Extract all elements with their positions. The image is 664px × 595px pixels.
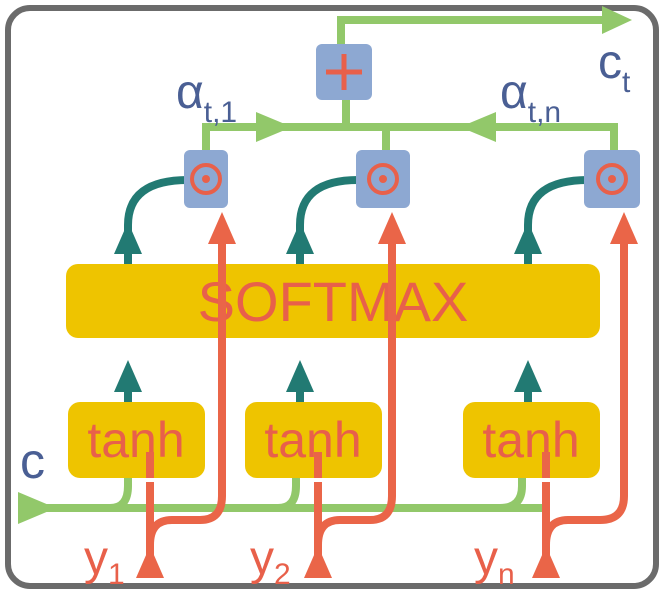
value-arrow-heads xyxy=(208,212,638,244)
product-circle-icon xyxy=(367,163,399,195)
product-box-2 xyxy=(356,150,410,208)
tanh-box-2: tanh xyxy=(245,402,382,478)
context-label: c xyxy=(20,433,45,489)
y-label-2: y2 xyxy=(250,532,291,591)
alpha-sum-lines xyxy=(202,16,618,150)
sum-box xyxy=(316,44,372,100)
product-box-1 xyxy=(184,150,228,208)
tanh-label-n: tanh xyxy=(482,412,579,468)
frame-border xyxy=(5,5,659,589)
y-input-arrow-heads xyxy=(136,546,560,578)
softmax-label: SOFTMAX xyxy=(198,270,469,333)
product-circle-icon xyxy=(190,163,222,195)
context-arrow-head xyxy=(18,492,56,524)
alpha-1-arrow-head xyxy=(256,112,292,142)
softmax-box xyxy=(66,264,600,338)
score-arrow-heads xyxy=(114,222,542,392)
y-lines-over-softmax xyxy=(218,262,628,340)
y-lines-over-tanh xyxy=(146,452,550,478)
product-circle-icon xyxy=(596,163,628,195)
tanh-box-1: tanh xyxy=(68,402,205,478)
alpha-n-arrow-head xyxy=(460,112,496,142)
tanh-label-1: tanh xyxy=(87,412,184,468)
output-label: ct xyxy=(598,36,631,99)
alpha-label-n: αt,n xyxy=(500,66,561,129)
output-arrow-head xyxy=(602,6,632,34)
plus-icon xyxy=(326,54,362,90)
alpha-label-1: αt,1 xyxy=(176,66,237,129)
y-label-n: yn xyxy=(474,532,515,591)
y-label-1: y1 xyxy=(84,532,125,591)
tanh-label-2: tanh xyxy=(264,412,361,468)
tanh-box-n: tanh xyxy=(463,402,600,478)
product-box-n xyxy=(584,150,640,208)
context-line xyxy=(18,478,548,512)
